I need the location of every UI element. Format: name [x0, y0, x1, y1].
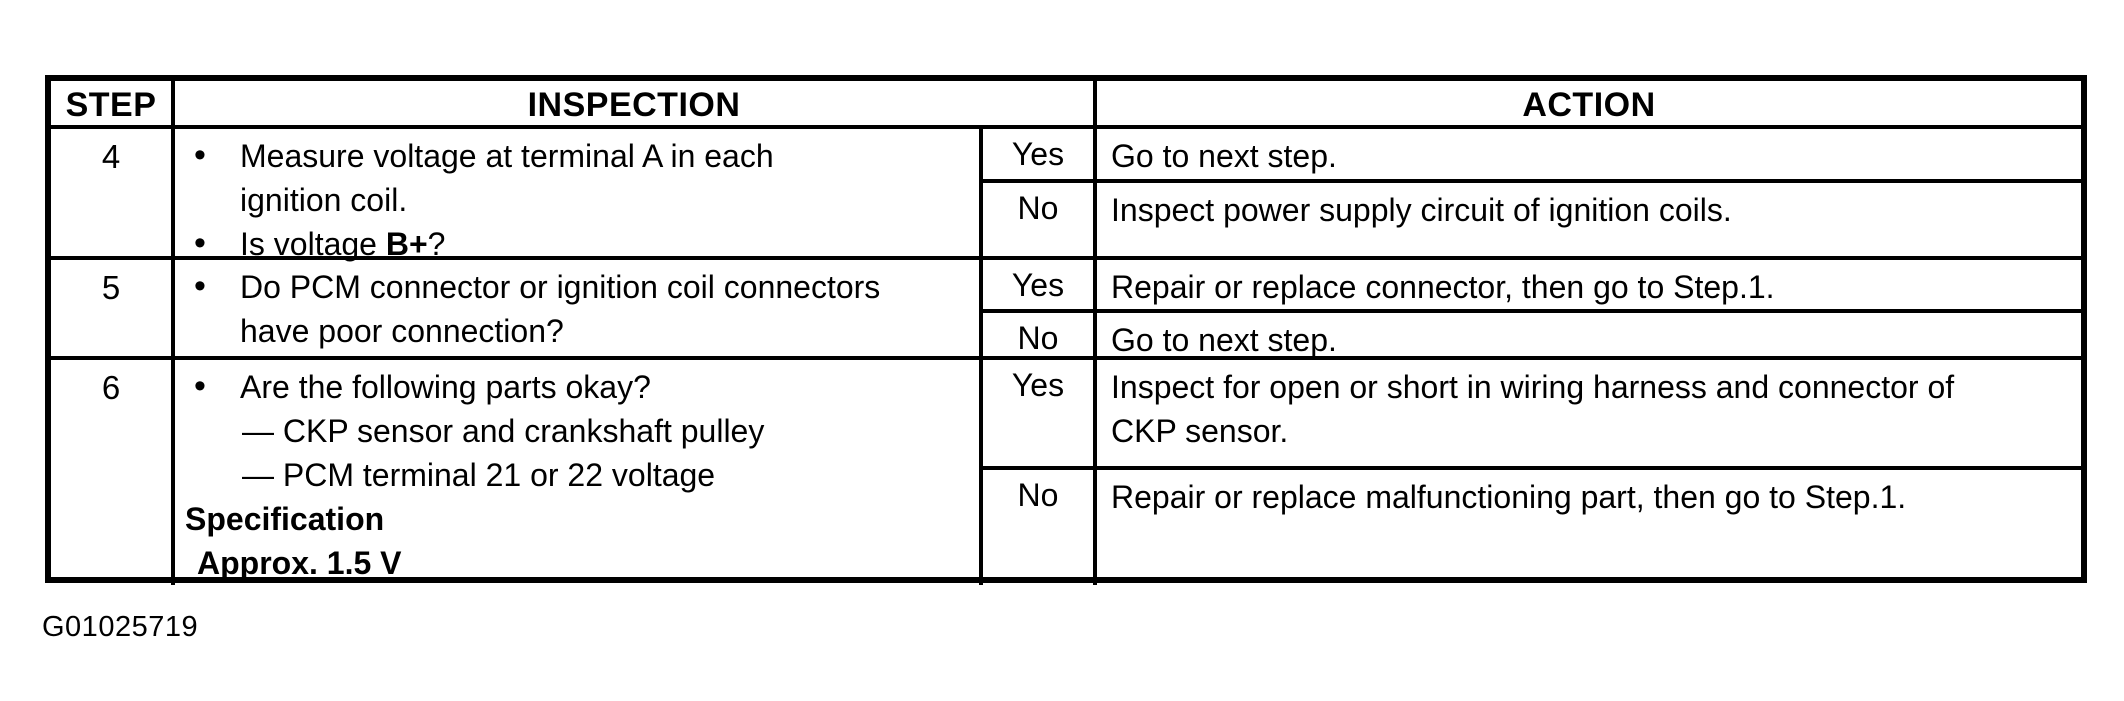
header-cell-step: STEP — [51, 81, 175, 125]
outcome-row: Yes Go to next step. — [983, 129, 2081, 179]
inspection-sub-item: — CKP sensor and crankshaft pulley — [242, 413, 765, 449]
action-cell: Inspect for open or short in wiring harn… — [1097, 360, 2081, 466]
action-cell: Inspect power supply circuit of ignition… — [1097, 183, 2081, 256]
action-cell: Repair or replace malfunctioning part, t… — [1097, 470, 2081, 585]
action-line: Repair or replace connector, then go to … — [1111, 269, 1775, 305]
outcome-row: No Go to next step. — [983, 309, 2081, 362]
bullet-icon: • — [194, 367, 206, 405]
outcome-label-yes: Yes — [983, 260, 1097, 309]
outcome-row: No Inspect power supply circuit of ignit… — [983, 179, 2081, 256]
outcome-row: Yes Inspect for open or short in wiring … — [983, 360, 2081, 466]
outcome-group: Yes Go to next step. No Inspect power su… — [983, 129, 2081, 256]
action-cell: Repair or replace connector, then go to … — [1097, 260, 2081, 309]
outcome-group: Yes Inspect for open or short in wiring … — [983, 360, 2081, 585]
outcome-label-yes: Yes — [983, 129, 1097, 179]
figure-id-label: G01025719 — [42, 611, 199, 643]
header-cell-inspection: INSPECTION — [175, 81, 1097, 125]
inspection-sub-item: — PCM terminal 21 or 22 voltage — [242, 457, 716, 493]
inspection-item: • Is voltage B+? — [185, 222, 969, 266]
specification-value: Approx. 1.5 V — [197, 545, 402, 581]
diagnostic-table: STEP INSPECTION ACTION 4 • Measure volta… — [45, 75, 2087, 585]
table-row: 6 • Are the following parts okay? — CKP … — [51, 356, 2081, 585]
action-line: Inspect power supply circuit of ignition… — [1111, 192, 1732, 228]
action-line: Go to next step. — [1111, 322, 1337, 358]
bullet-icon: • — [194, 224, 206, 262]
action-line: Inspect for open or short in wiring harn… — [1111, 369, 1955, 405]
table-row: 4 • Measure voltage at terminal A in eac… — [51, 129, 2081, 262]
step-cell: 6 — [51, 360, 175, 585]
inspection-cell: • Are the following parts okay? — CKP se… — [175, 360, 983, 585]
inspection-line: Measure voltage at terminal A in each — [240, 138, 774, 174]
outcome-group: Yes Repair or replace connector, then go… — [983, 260, 2081, 362]
inspection-item: • Are the following parts okay? — [185, 365, 969, 409]
action-line: Repair or replace malfunctioning part, t… — [1111, 479, 1907, 515]
specification-label: Specification — [185, 501, 385, 537]
inspection-item: • Measure voltage at terminal A in each … — [185, 134, 969, 222]
action-cell: Go to next step. — [1097, 313, 2081, 362]
step-cell: 5 — [51, 260, 175, 356]
table-header-row: STEP INSPECTION ACTION — [51, 81, 2081, 129]
action-cell: Go to next step. — [1097, 129, 2081, 179]
outcome-label-no: No — [983, 470, 1097, 585]
inspection-item: • Do PCM connector or ignition coil conn… — [185, 265, 969, 353]
outcome-row: Yes Repair or replace connector, then go… — [983, 260, 2081, 309]
inspection-cell: • Do PCM connector or ignition coil conn… — [175, 260, 983, 356]
step-cell: 4 — [51, 129, 175, 256]
inspection-line: ignition coil. — [240, 182, 408, 218]
action-line: Go to next step. — [1111, 138, 1337, 174]
outcome-row: No Repair or replace malfunctioning part… — [983, 466, 2081, 585]
inspection-cell: • Measure voltage at terminal A in each … — [175, 129, 983, 262]
inspection-text-bold: B+ — [385, 226, 428, 262]
inspection-line: Are the following parts okay? — [240, 369, 651, 405]
action-line: CKP sensor. — [1111, 413, 1289, 449]
inspection-line: Do PCM connector or ignition coil connec… — [240, 269, 881, 305]
inspection-text: ? — [427, 226, 446, 262]
inspection-line: have poor connection? — [240, 313, 564, 349]
table-row: 5 • Do PCM connector or ignition coil co… — [51, 256, 2081, 362]
outcome-label-no: No — [983, 313, 1097, 362]
header-cell-action: ACTION — [1522, 86, 1656, 124]
bullet-icon: • — [194, 267, 206, 305]
outcome-label-no: No — [983, 183, 1097, 256]
outcome-label-yes: Yes — [983, 360, 1097, 466]
bullet-icon: • — [194, 136, 206, 174]
inspection-text: Is voltage — [240, 226, 386, 262]
